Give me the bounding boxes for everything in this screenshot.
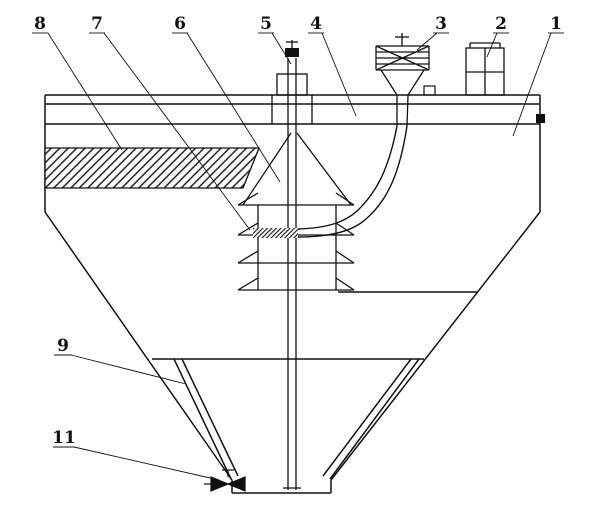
leader-6 (186, 32, 281, 183)
callout-2-label: 2 (495, 14, 507, 34)
leader-1 (512, 32, 552, 137)
callout-4-label: 4 (310, 14, 322, 34)
leader-lines (32, 32, 564, 481)
shaft-top-cap (285, 48, 299, 57)
feed-box (465, 42, 505, 96)
callout-9-label: 9 (57, 336, 69, 356)
drain-valve (204, 469, 246, 492)
shaft-bearing-housing (276, 73, 308, 96)
callout-8-label: 8 (34, 14, 46, 34)
callout-7-label: 7 (91, 14, 103, 34)
pipe-outlet-hatch (253, 228, 298, 238)
baffle-cone-stack (237, 132, 355, 291)
agitator-shaft (271, 40, 313, 490)
inner-cone (152, 358, 424, 480)
callout-1-label: 1 (550, 14, 562, 34)
callout-3-label: 3 (435, 14, 447, 34)
leader-2 (486, 32, 498, 58)
filter-media-hatched (44, 147, 260, 189)
callout-5-label: 5 (260, 14, 272, 34)
leader-11 (73, 446, 220, 481)
leader-4 (321, 32, 357, 117)
drive-unit (375, 33, 430, 127)
leader-3 (416, 32, 438, 51)
leader-7 (103, 32, 251, 231)
deck-fitting (423, 85, 436, 96)
callout-labels: 8 7 6 5 4 3 2 1 9 11 (34, 14, 562, 448)
leader-9 (70, 354, 187, 385)
callout-6-label: 6 (174, 14, 186, 34)
wall-nozzle-square (536, 114, 545, 123)
leader-8 (47, 32, 123, 151)
feed-pipe (253, 125, 408, 238)
leader-5 (271, 32, 292, 65)
callout-11-label: 11 (52, 428, 76, 448)
tank-outline (44, 94, 541, 494)
